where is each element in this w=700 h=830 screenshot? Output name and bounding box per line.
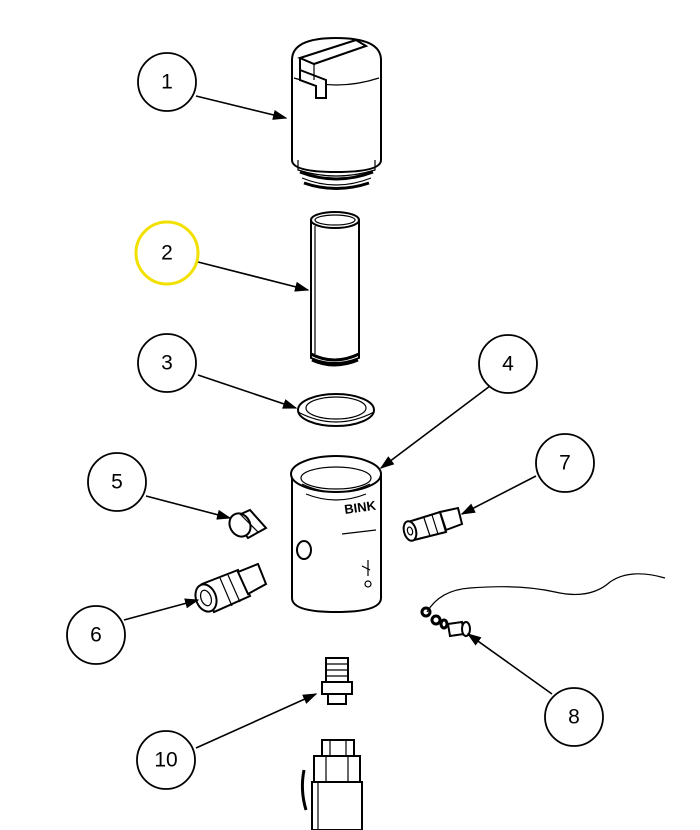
leader-lines	[123, 95, 553, 749]
callout-3: 3	[137, 333, 197, 393]
svg-text:3: 3	[161, 352, 173, 375]
leader-2	[197, 261, 310, 292]
part-8-sensor	[420, 573, 666, 638]
leader-8	[466, 633, 553, 695]
svg-text:10: 10	[154, 749, 177, 772]
part-4-body: BINK	[290, 455, 382, 614]
svg-text:4: 4	[502, 353, 514, 376]
callout-6: 6	[66, 605, 126, 665]
callouts: 1 2 3 4 5 6 7 8	[66, 52, 604, 790]
svg-text:7: 7	[559, 452, 571, 475]
callout-10: 10	[136, 730, 196, 790]
callout-7: 7	[535, 433, 595, 493]
leader-10	[195, 693, 318, 749]
body-marking: BINK	[343, 498, 377, 517]
part-2-filter-tube	[310, 211, 360, 367]
lower-valve-assembly	[300, 739, 363, 830]
svg-text:6: 6	[90, 624, 102, 647]
leader-7	[460, 475, 537, 515]
svg-text:1: 1	[161, 71, 173, 94]
svg-text:5: 5	[111, 471, 123, 494]
part-3-washer	[297, 393, 375, 427]
callout-4: 4	[478, 334, 538, 394]
leader-5	[145, 495, 232, 520]
svg-text:2: 2	[161, 242, 173, 265]
svg-text:8: 8	[568, 706, 580, 729]
leader-1	[195, 95, 288, 120]
callout-8: 8	[544, 687, 604, 747]
leader-4	[379, 385, 491, 469]
callout-2: 2	[134, 220, 200, 286]
callout-5: 5	[87, 452, 147, 512]
leader-3	[197, 374, 298, 409]
part-1-cap	[291, 36, 382, 190]
part-5-plug	[228, 508, 268, 540]
part-7-fitting	[402, 506, 464, 542]
part-10-nipple	[321, 657, 353, 705]
callout-1: 1	[137, 52, 197, 112]
part-6-fitting	[194, 562, 268, 614]
leader-6	[123, 598, 200, 621]
